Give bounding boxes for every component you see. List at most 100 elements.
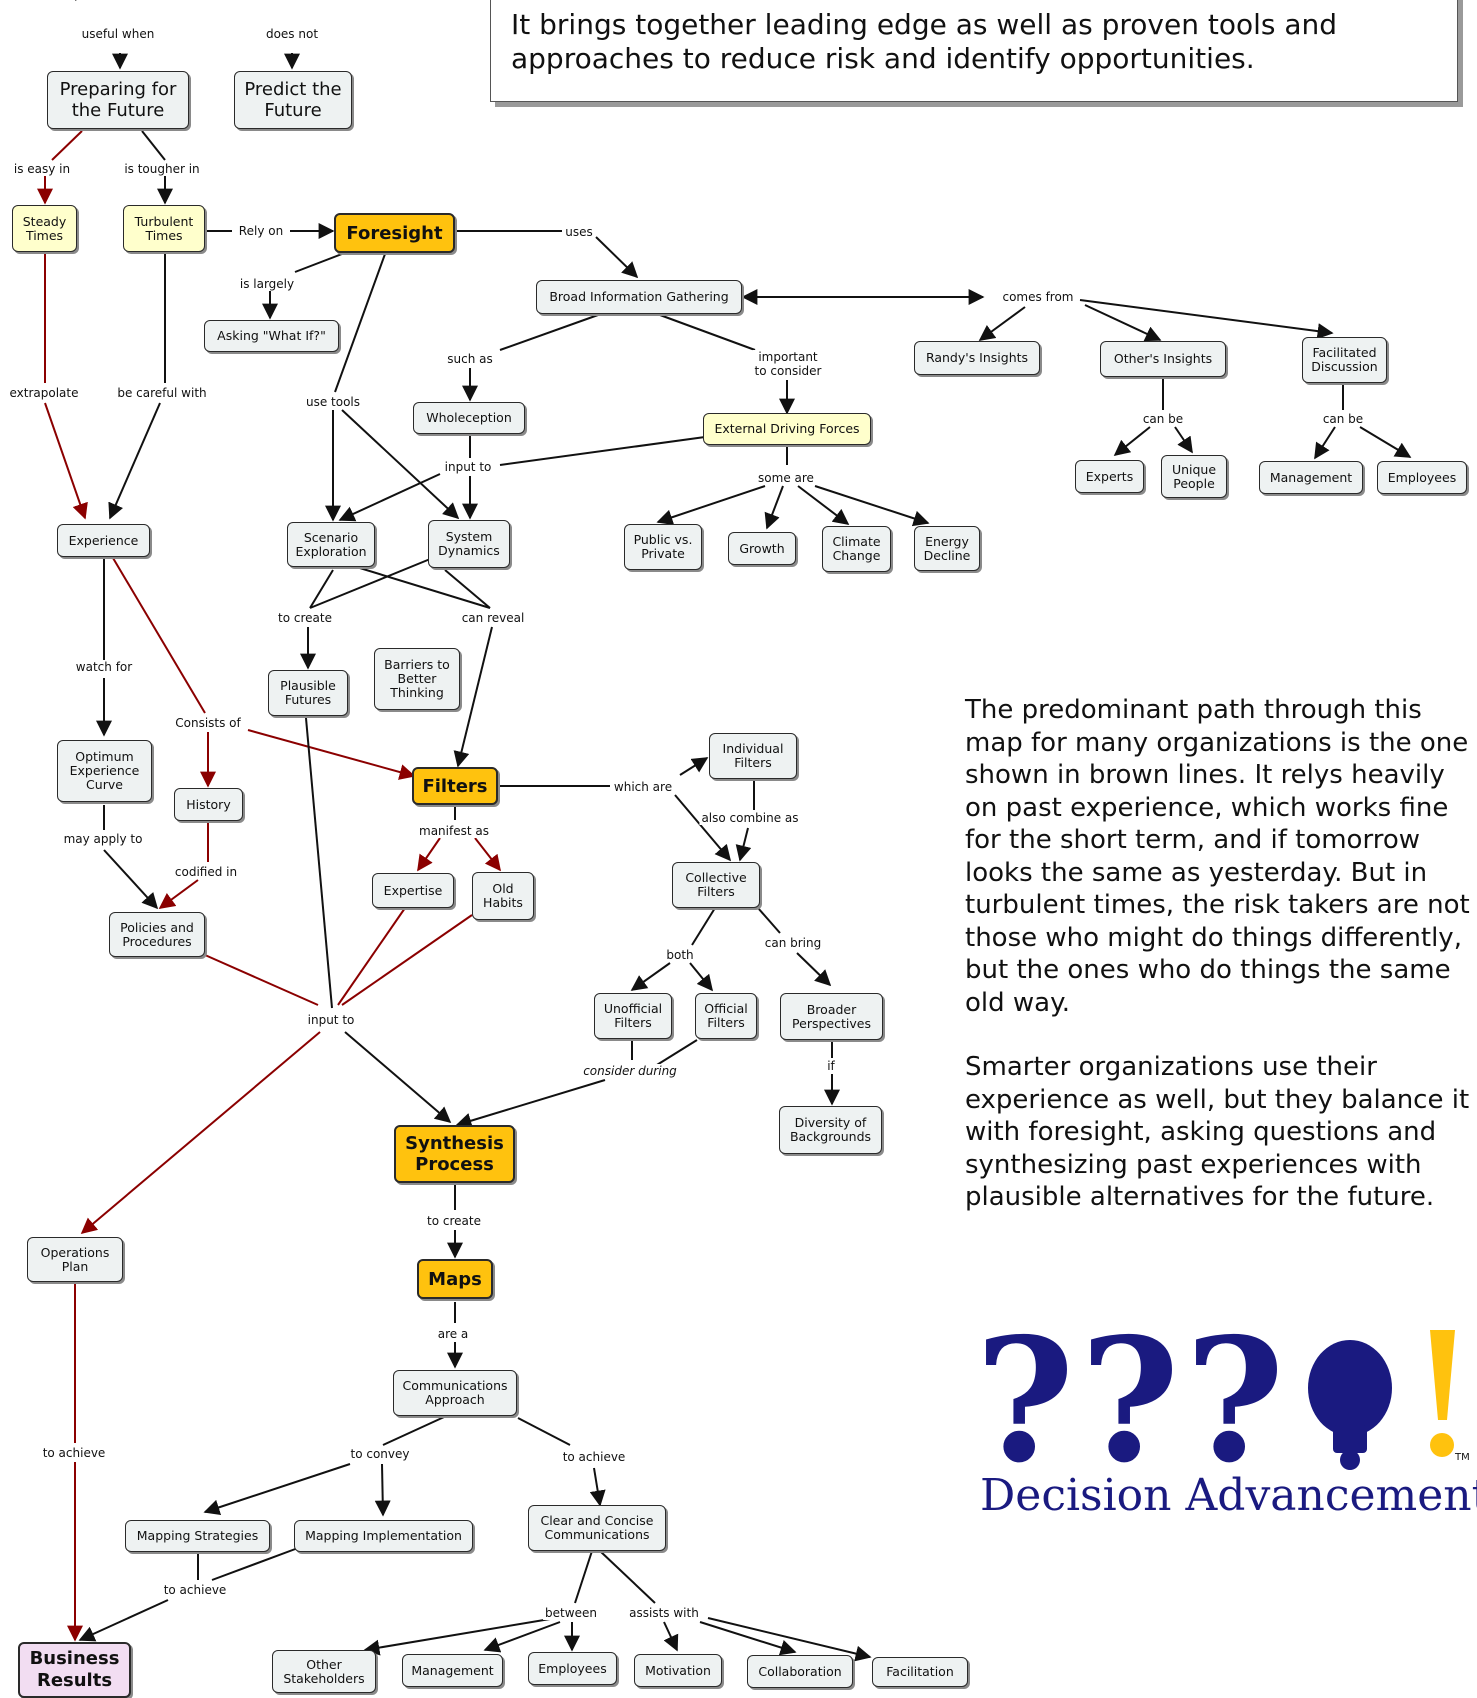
intro-box: It brings together leading edge as well … [490, 0, 1458, 102]
link-are-a: are a [435, 1327, 471, 1341]
link-can-bring: can bring [762, 936, 824, 950]
logo-wordmark: Decision Advancement [980, 1470, 1477, 1521]
node-diversity-of-backgrounds[interactable]: Diversity of Backgrounds [779, 1106, 882, 1154]
node-experience[interactable]: Experience [57, 524, 150, 557]
question-mark-icon: ? [1185, 1320, 1285, 1501]
trademark-label: TM [1454, 1452, 1470, 1463]
link-to-achieve-2: to achieve [560, 1450, 628, 1464]
link-also-combine-as: also combine as [699, 811, 801, 825]
node-growth[interactable]: Growth [728, 532, 796, 565]
node-official-filters[interactable]: Official Filters [695, 993, 757, 1039]
node-maps[interactable]: Maps [417, 1259, 493, 1299]
node-collective-filters[interactable]: Collective Filters [672, 862, 760, 908]
link-extrapolate: extrapolate [7, 386, 81, 400]
node-employees-2[interactable]: Employees [528, 1652, 617, 1685]
link-some-are: some are [756, 471, 816, 485]
lightbulb-icon [1308, 1340, 1392, 1470]
node-plausible-futures[interactable]: Plausible Futures [268, 670, 348, 716]
link-can-be-2: can be [1320, 412, 1366, 426]
node-expertise[interactable]: Expertise [372, 873, 454, 908]
node-system-dynamics[interactable]: System Dynamics [428, 520, 510, 568]
node-filters[interactable]: Filters [412, 767, 498, 805]
node-climate-change[interactable]: Climate Change [822, 526, 891, 572]
link-between: between [543, 1606, 599, 1620]
node-old-habits[interactable]: Old Habits [472, 872, 534, 920]
link-consider-during: consider during [581, 1064, 679, 1078]
decision-advancement-logo: ? ? ? TM [975, 1320, 1470, 1501]
node-steady-times[interactable]: Steady Times [12, 205, 77, 252]
node-experts[interactable]: Experts [1075, 460, 1144, 493]
link-does-not: does not [263, 27, 321, 41]
link-consists-of: Consists of [173, 716, 243, 730]
node-public-vs-private[interactable]: Public vs. Private [624, 524, 702, 570]
node-unique-people[interactable]: Unique People [1161, 455, 1227, 498]
node-synthesis-process[interactable]: Synthesis Process [394, 1125, 515, 1183]
question-mark-icon: ? [1080, 1320, 1180, 1501]
node-motivation[interactable]: Motivation [634, 1654, 722, 1687]
side-commentary: The predominant path through this map fo… [965, 694, 1470, 1246]
node-scenario-exploration[interactable]: Scenario Exploration [287, 522, 375, 567]
node-preparing-for-the-future[interactable]: Preparing for the Future [47, 71, 189, 129]
node-others-insights[interactable]: Other's Insights [1100, 341, 1226, 377]
node-unofficial-filters[interactable]: Unofficial Filters [594, 993, 672, 1039]
node-mapping-strategies[interactable]: Mapping Strategies [125, 1520, 270, 1552]
link-to-convey: to convey [348, 1447, 412, 1461]
node-business-results[interactable]: Business Results [18, 1642, 131, 1698]
link-comes-from: comes from [1000, 290, 1076, 304]
link-codified-in: codified in [172, 865, 240, 879]
node-energy-decline[interactable]: Energy Decline [914, 526, 980, 571]
node-randys-insights[interactable]: Randy's Insights [914, 341, 1040, 375]
link-can-be-1: can be [1140, 412, 1186, 426]
link-is-largely: is largely [237, 277, 297, 291]
node-facilitation[interactable]: Facilitation [872, 1657, 968, 1687]
node-barriers-to-better-thinking[interactable]: Barriers to Better Thinking [374, 648, 460, 710]
link-to-create-1: to create [276, 611, 334, 625]
node-communications-approach[interactable]: Communications Approach [393, 1370, 517, 1416]
node-management-2[interactable]: Management [402, 1654, 503, 1687]
node-history[interactable]: History [174, 788, 243, 821]
node-policies-and-procedures[interactable]: Policies and Procedures [109, 912, 205, 957]
link-to-achieve-3: to achieve [161, 1583, 229, 1597]
link-useful-when: useful when [79, 27, 157, 41]
link-important-to-consider: important to consider [752, 350, 824, 378]
node-predict-the-future[interactable]: Predict the Future [234, 71, 352, 129]
link-if: if [825, 1059, 837, 1073]
node-collaboration[interactable]: Collaboration [747, 1655, 853, 1688]
side-paragraph-1: The predominant path through this map fo… [965, 695, 1470, 1018]
link-use-tools: use tools [303, 395, 363, 409]
link-manifest-as: manifest as [417, 824, 491, 838]
question-mark-icon: ? [975, 1320, 1075, 1501]
link-input-to-2: input to [305, 1013, 357, 1027]
link-to-achieve-1: to achieve [40, 1446, 108, 1460]
node-management-1[interactable]: Management [1259, 461, 1363, 494]
link-assists-with: assists with [627, 1606, 701, 1620]
link-rely-on: Rely on [236, 224, 286, 238]
link-which-are: which are [611, 780, 675, 794]
node-wholeception[interactable]: Wholeception [413, 402, 525, 434]
node-broader-perspectives[interactable]: Broader Perspectives [780, 993, 883, 1040]
node-individual-filters[interactable]: Individual Filters [709, 733, 797, 779]
link-to-create-2: to create [425, 1214, 483, 1228]
link-uses: uses [563, 225, 595, 239]
exclamation-mark-icon [1430, 1330, 1455, 1457]
link-watch-for: watch for [73, 660, 135, 674]
link-is-easy-in: is easy in [11, 162, 73, 176]
node-mapping-implementation[interactable]: Mapping Implementation [294, 1520, 473, 1552]
link-can-reveal: can reveal [459, 611, 527, 625]
node-turbulent-times[interactable]: Turbulent Times [123, 205, 205, 252]
link-be-careful-with: be careful with [115, 386, 209, 400]
node-clear-and-concise-communications[interactable]: Clear and Concise Communications [528, 1505, 666, 1551]
node-asking-what-if[interactable]: Asking "What If?" [204, 320, 339, 352]
node-employees-1[interactable]: Employees [1377, 461, 1467, 494]
link-may-apply-to: may apply to [61, 832, 145, 846]
node-operations-plan[interactable]: Operations Plan [27, 1237, 123, 1282]
node-broad-information-gathering[interactable]: Broad Information Gathering [536, 280, 742, 314]
link-is-tougher-in: is tougher in [122, 162, 202, 176]
node-external-driving-forces[interactable]: External Driving Forces [703, 413, 871, 445]
node-foresight[interactable]: Foresight [334, 213, 455, 253]
node-other-stakeholders[interactable]: Other Stakeholders [272, 1650, 376, 1693]
node-optimum-experience-curve[interactable]: Optimum Experience Curve [57, 740, 152, 802]
link-both: both [664, 948, 696, 962]
node-facilitated-discussion[interactable]: Facilitated Discussion [1302, 337, 1387, 383]
